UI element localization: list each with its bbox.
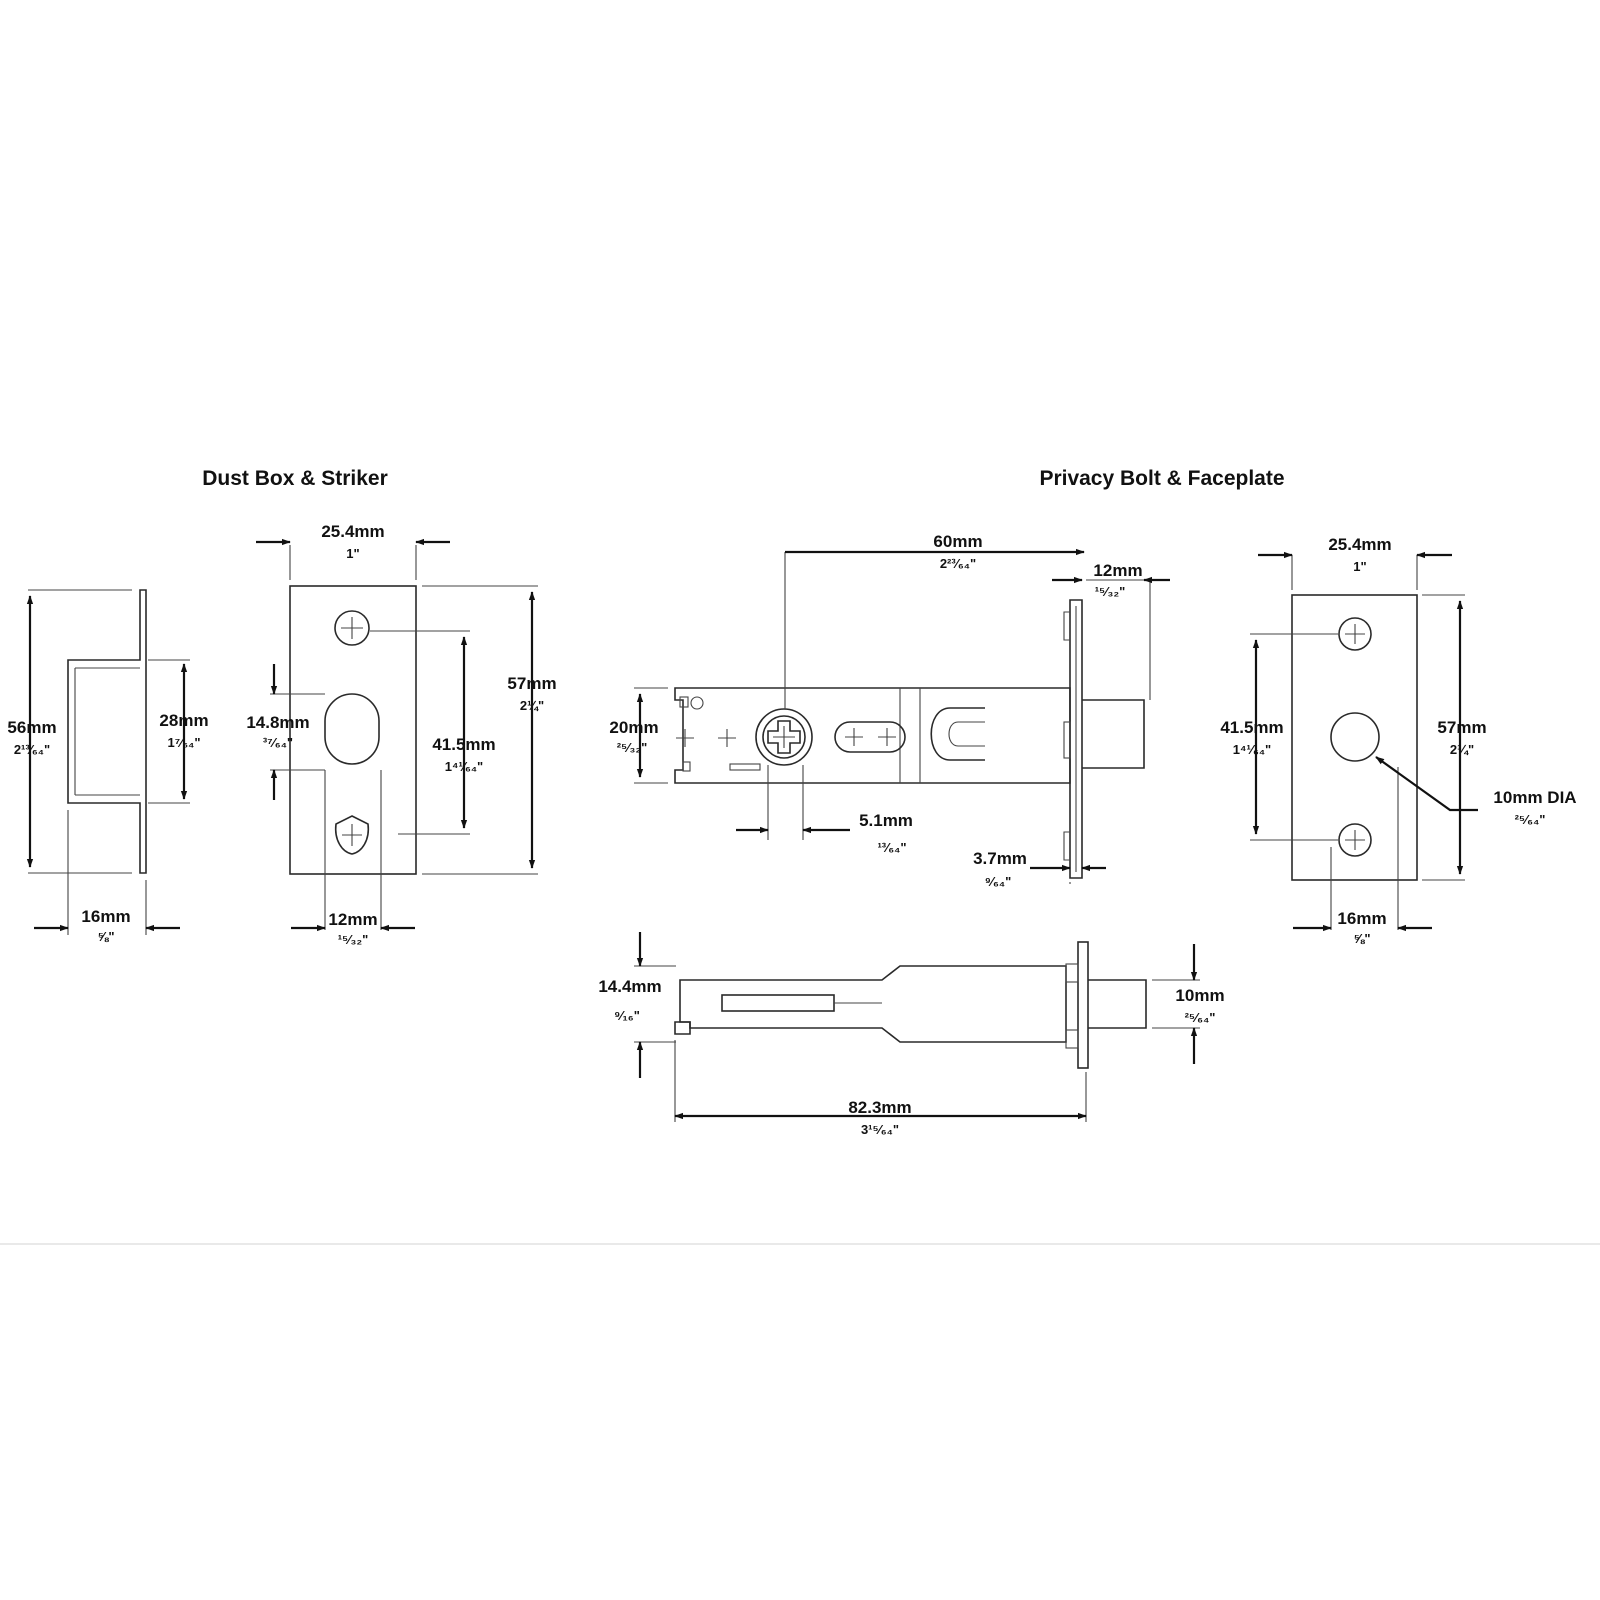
striker-hole-spacing-in: 1⁴¹⁄₆₄" [445,759,483,774]
striker-slot-height-mm: 14.8mm [246,713,309,732]
dust-box-inner-dimension: 28mm 1⁷⁄₆₄" [159,663,209,800]
faceplate-hole-spacing-dimension: 41.5mm 1⁴¹⁄₆₄" [1220,639,1284,835]
bolt-diameter-dimension: 10mm ²⁵⁄₆₄" [1175,944,1225,1064]
striker-slot-height-dimension: 14.8mm ³⁷⁄₆₄" [246,664,310,800]
bolt-throw-mm: 12mm [1093,561,1142,580]
bolt-top-width-dimension: 14.4mm ⁹⁄₁₆" [598,932,662,1078]
faceplate-bolt-dia-mm: 10mm DIA [1493,788,1576,807]
title-dust-box-striker: Dust Box & Striker [202,467,388,490]
bolt-backset-in: 2²³⁄₆₄" [940,556,976,571]
spindle-dimension: 5.1mm ¹³⁄₆₄" [736,811,913,855]
faceplate-width-dimension: 25.4mm 1" [1258,535,1452,574]
faceplate-hole-spacing-in: 1⁴¹⁄₆₄" [1233,742,1271,757]
dust-box-inner-in: 1⁷⁄₆₄" [167,735,200,750]
dust-box-depth-in: ⅝" [97,929,114,944]
dust-box-height-in: 2¹³⁄₆₄" [14,742,50,757]
dust-box-depth-mm: 16mm [81,907,130,926]
faceplate-height-dimension: 57mm 2¼" [1437,600,1487,875]
faceplate-height-in: 2¼" [1450,742,1474,757]
dust-box-inner-mm: 28mm [159,711,208,730]
striker-slot-width-mm: 12mm [328,910,377,929]
striker-slot-width-in: ¹⁵⁄₃₂" [338,932,369,947]
faceplate-front [1250,555,1465,930]
bolt-top-width-mm: 14.4mm [598,977,661,996]
striker-hole-spacing-dimension: 41.5mm 1⁴¹⁄₆₄" [432,636,496,829]
striker-width-mm: 25.4mm [321,522,384,541]
striker-hole-spacing-mm: 41.5mm [432,735,495,754]
dust-box-height-mm: 56mm [7,718,56,737]
bolt-height-in: ²⁵⁄₃₂" [617,740,648,755]
dust-box-profile [28,589,190,935]
faceplate-bolt-dia-in: ²⁵⁄₆₄" [1515,812,1546,827]
bolt-diameter-in: ²⁵⁄₆₄" [1185,1010,1216,1025]
faceplate-thickness-in: ⁹⁄₆₄" [985,874,1012,889]
faceplate-width-in: 1" [1353,559,1366,574]
striker-slot-height-in: ³⁷⁄₆₄" [263,735,293,750]
privacy-bolt-side [634,552,1151,884]
dust-box-height-dimension: 56mm 2¹³⁄₆₄" [7,595,57,868]
dust-box-depth-dimension: 16mm ⅝" [34,907,180,944]
bolt-length-in: 3¹⁵⁄₆₄" [861,1122,899,1137]
bolt-throw-dimension: 12mm ¹⁵⁄₃₂" [1052,561,1170,599]
faceplate-bolt-offset-dimension: 16mm ⅝" [1293,909,1432,946]
bolt-length-dimension: 82.3mm 3¹⁵⁄₆₄" [674,1098,1087,1137]
spindle-mm: 5.1mm [859,811,913,830]
faceplate-hole-spacing-mm: 41.5mm [1220,718,1283,737]
bolt-height-mm: 20mm [609,718,658,737]
spindle-in: ¹³⁄₆₄" [877,840,906,855]
faceplate-bolt-diameter-callout: 10mm DIA ²⁵⁄₆₄" [1375,756,1577,827]
title-privacy-bolt-faceplate: Privacy Bolt & Faceplate [1039,467,1284,490]
bolt-height-dimension: 20mm ²⁵⁄₃₂" [609,693,659,778]
privacy-bolt-top [634,941,1200,1122]
striker-slot-width-dimension: 12mm ¹⁵⁄₃₂" [291,910,415,947]
striker-plate [270,545,538,930]
bolt-top-width-in: ⁹⁄₁₆" [614,1008,640,1023]
bolt-backset-mm: 60mm [933,532,982,551]
faceplate-thickness-mm: 3.7mm [973,849,1027,868]
faceplate-thickness-dimension: 3.7mm ⁹⁄₆₄" [973,849,1106,889]
bolt-diameter-mm: 10mm [1175,986,1224,1005]
bolt-backset-dimension: 60mm 2²³⁄₆₄" [785,532,1085,571]
striker-height-dimension: 57mm 2¼" [507,591,557,869]
faceplate-bolt-offset-mm: 16mm [1337,909,1386,928]
bolt-length-mm: 82.3mm [848,1098,911,1117]
faceplate-bolt-offset-in: ⅝" [1353,931,1370,946]
striker-height-mm: 57mm [507,674,556,693]
striker-height-in: 2¼" [520,698,544,713]
faceplate-height-mm: 57mm [1437,718,1486,737]
faceplate-width-mm: 25.4mm [1328,535,1391,554]
striker-width-in: 1" [346,546,359,561]
bolt-throw-in: ¹⁵⁄₃₂" [1095,584,1126,599]
striker-width-dimension: 25.4mm 1" [256,522,450,561]
